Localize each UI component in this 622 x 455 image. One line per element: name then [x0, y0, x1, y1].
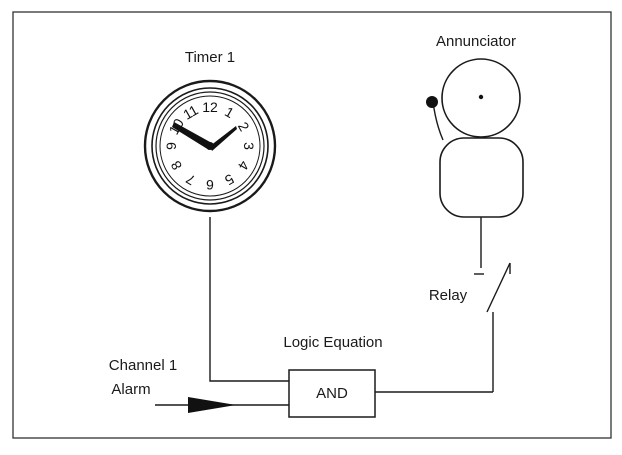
- gate-label: AND: [316, 385, 348, 402]
- logic-equation-label: Logic Equation: [283, 334, 382, 351]
- timer-clock: 121234567891011: [143, 79, 277, 213]
- clock-ring-2: [151, 87, 269, 205]
- clock-numeral: 6: [206, 177, 214, 193]
- clock-numeral: 9: [163, 142, 179, 150]
- bell-hammer: [426, 96, 438, 108]
- clock-minute-hand: [172, 122, 210, 150]
- clock-numeral: 11: [180, 102, 201, 123]
- relay-blade: [486, 262, 511, 313]
- channel-input-arrowhead: [188, 397, 236, 413]
- diagram-frame: [12, 11, 612, 439]
- and-gate-box: [288, 369, 376, 418]
- clock-numeral: 3: [241, 142, 257, 150]
- annunciator-label: Annunciator: [436, 33, 516, 50]
- relay-switch: [474, 217, 511, 392]
- timer-label: Timer 1: [185, 49, 235, 66]
- clock-hour-hand: [210, 126, 237, 151]
- clock-center: [206, 142, 214, 150]
- annunciator-bell: [426, 58, 524, 218]
- clock-numeral: 12: [202, 99, 218, 115]
- relay-label: Relay: [429, 287, 468, 304]
- channel-label-line2: Alarm: [111, 381, 150, 398]
- timer-to-gate-wire: [209, 217, 289, 382]
- bell-housing: [439, 137, 524, 218]
- clock-ring-3: [155, 91, 265, 201]
- channel-label-line1: Channel 1: [109, 357, 177, 374]
- bell-center-dot: [478, 94, 484, 100]
- bell-hammer-arm: [432, 101, 444, 141]
